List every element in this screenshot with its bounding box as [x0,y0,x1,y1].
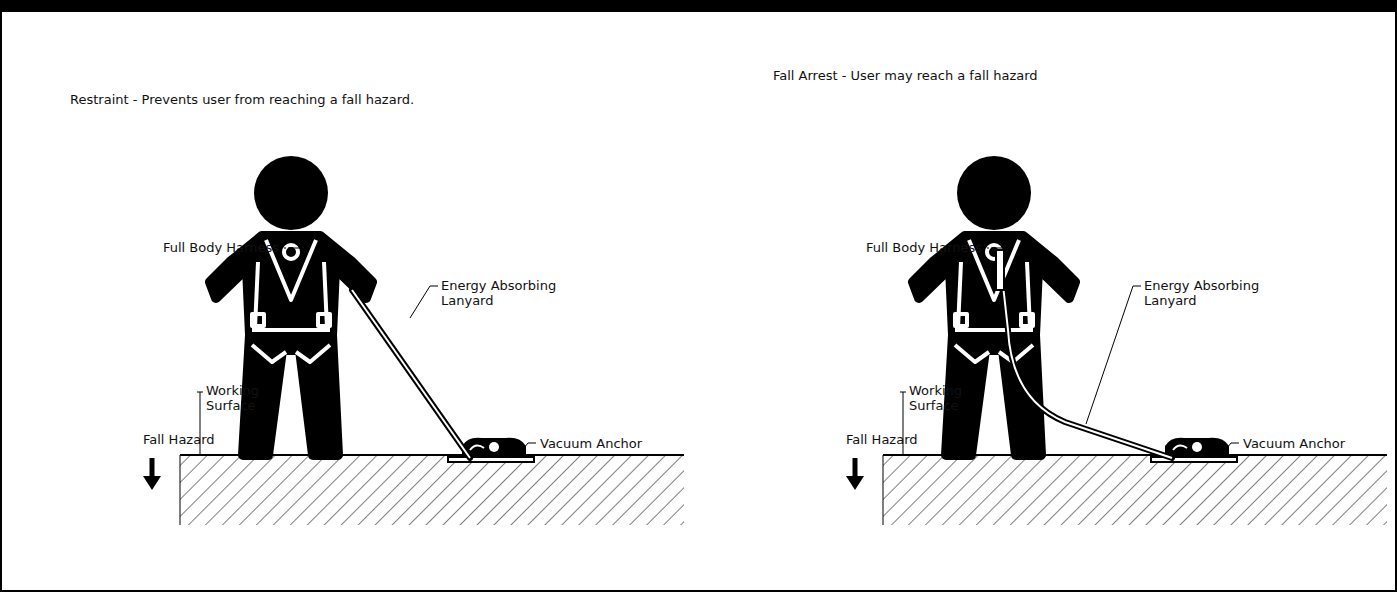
part-label: Working Surface [909,383,981,413]
panel-heading: Restraint - Prevents user from reaching … [70,92,414,107]
part-label: Fall Hazard [846,432,918,447]
part-label: Full Body Harness [866,240,982,255]
part-label: Fall Hazard [143,432,215,447]
part-label: Vacuum Anchor [1243,436,1345,451]
panel-heading: Fall Arrest - User may reach a fall haza… [773,68,1038,83]
part-label: Working Surface [206,383,278,413]
part-label: Energy Absorbing Lanyard [1144,278,1279,308]
part-label: Full Body Harness [163,240,279,255]
part-label: Energy Absorbing Lanyard [441,278,576,308]
part-label: Vacuum Anchor [540,436,642,451]
